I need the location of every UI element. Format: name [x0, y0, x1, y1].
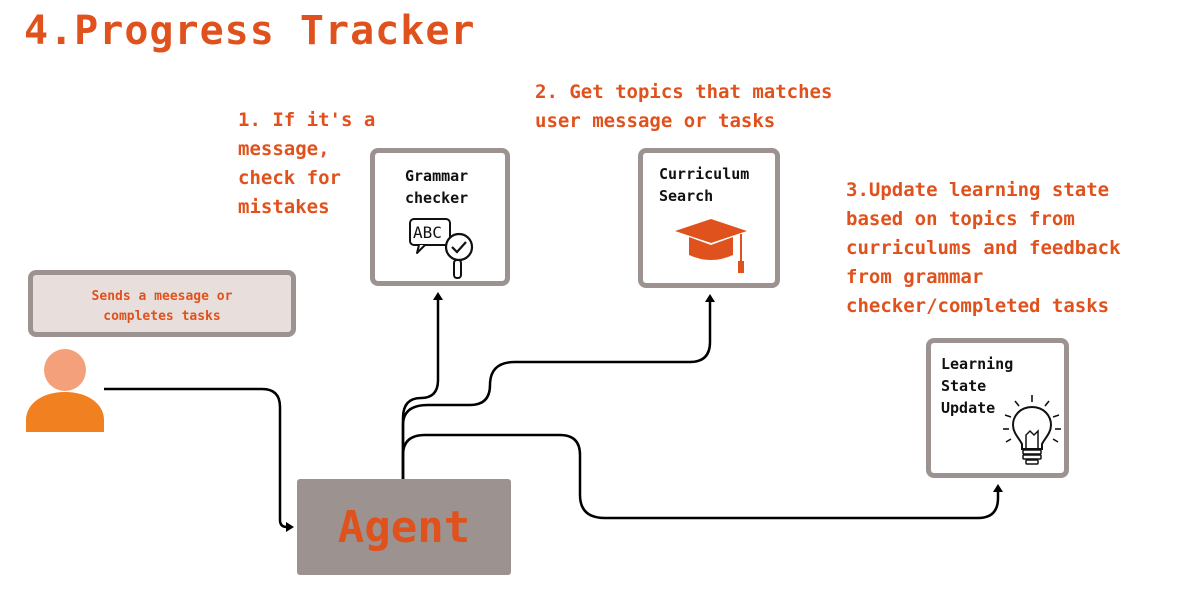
arrow-agent-to-grammar	[401, 292, 443, 479]
arrow-agent-to-learning	[401, 433, 1003, 520]
learning-state-update-box: Learning State Update	[926, 338, 1069, 478]
abc-magnifier-check-icon: ABC	[409, 218, 474, 279]
step-3-text: 3.Update learning state based on topics …	[846, 179, 1121, 317]
agent-label: Agent	[337, 501, 471, 553]
step-2-text: 2. Get topics that matches user message …	[535, 81, 833, 132]
page-title: 4.Progress Tracker	[24, 8, 476, 54]
agent-box: Agent	[297, 479, 511, 575]
user-message-box: Sends a meesage or completes tasks	[28, 270, 296, 337]
curriculum-search-label: Curriculum Search	[659, 165, 750, 205]
user-message-text: Sends a meesage or completes tasks	[91, 289, 233, 324]
curriculum-search-box: Curriculum Search	[638, 148, 780, 288]
graduation-cap-icon	[675, 219, 747, 273]
arrow-user-to-agent	[104, 387, 294, 532]
lightbulb-icon	[1003, 395, 1061, 465]
arrow-agent-to-curriculum	[401, 294, 715, 479]
grammar-checker-box: Grammar checker ABC	[370, 148, 510, 286]
svg-text:ABC: ABC	[413, 223, 442, 242]
grammar-checker-label: Grammar checker	[405, 167, 469, 207]
learning-state-update-label: Learning State Update	[941, 355, 1014, 417]
user-person-icon	[26, 349, 104, 432]
step-1-text: 1. If it's a message, check for mistakes	[238, 109, 376, 218]
